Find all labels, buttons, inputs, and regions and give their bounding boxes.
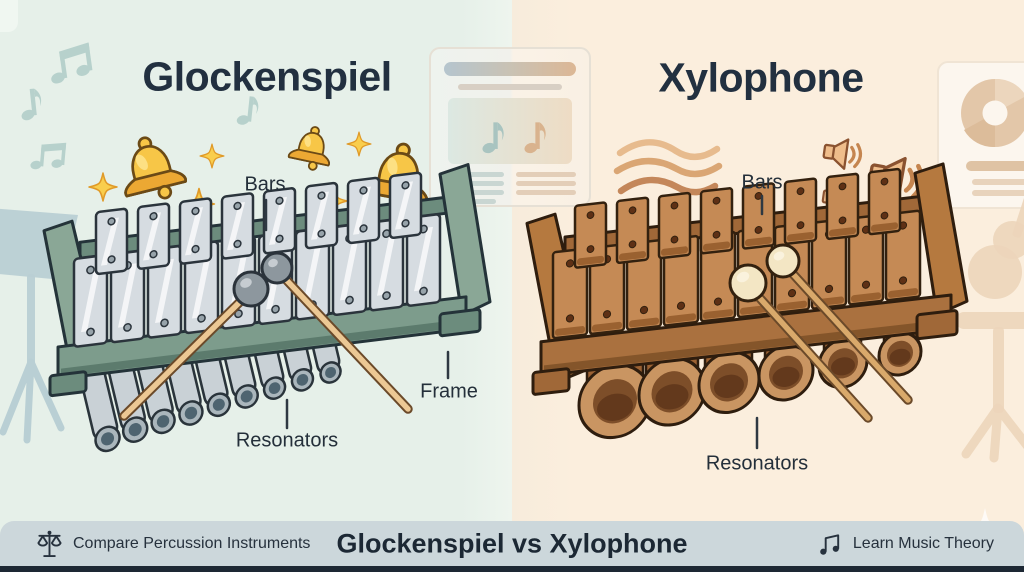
bell-icon bbox=[286, 121, 337, 174]
xylophone-right-side bbox=[913, 162, 969, 317]
glockenspiel-title: Glockenspiel bbox=[142, 53, 392, 100]
frame-label: Frame bbox=[420, 380, 478, 403]
bars-label-right: Bars bbox=[741, 171, 783, 194]
bottom-accent-strip bbox=[0, 566, 1024, 572]
resonators-label-right: Resonators bbox=[705, 452, 809, 475]
footer-right-item: Learn Music Theory bbox=[818, 521, 994, 566]
footer-center-title: Glockenspiel vs Xylophone bbox=[336, 528, 688, 558]
music-note-icon bbox=[820, 533, 840, 555]
leader-lines bbox=[264, 194, 764, 450]
album-card bbox=[937, 61, 1024, 209]
footer-left-label: Compare Percussion Instruments bbox=[73, 534, 311, 552]
glockenspiel-right-side bbox=[438, 163, 492, 317]
bars-label-left: Bars bbox=[244, 173, 286, 196]
glockenspiel-mallets bbox=[119, 251, 413, 421]
corner-chip bbox=[0, 0, 18, 32]
sound-wave-icons bbox=[613, 139, 723, 196]
footer-bar: Compare Percussion Instruments Glockensp… bbox=[0, 521, 1024, 566]
bell-icon bbox=[112, 129, 191, 209]
glockenspiel-front-rail bbox=[48, 295, 482, 398]
speaker-icon bbox=[820, 134, 864, 173]
footer-right-label: Learn Music Theory bbox=[852, 534, 994, 552]
footer-left-item: Compare Percussion Instruments bbox=[36, 521, 310, 566]
guitar-silhouette bbox=[968, 196, 1024, 299]
xylophone-title: Xylophone bbox=[658, 54, 864, 101]
xylophone-mallets bbox=[728, 243, 913, 423]
resonators-label-left: Resonators bbox=[235, 429, 339, 452]
xylophone-illustration bbox=[525, 162, 969, 440]
poster-card bbox=[429, 47, 591, 207]
stool-silhouette bbox=[956, 312, 1024, 463]
glockenspiel-illustration bbox=[42, 163, 492, 453]
scales-icon bbox=[37, 530, 62, 557]
